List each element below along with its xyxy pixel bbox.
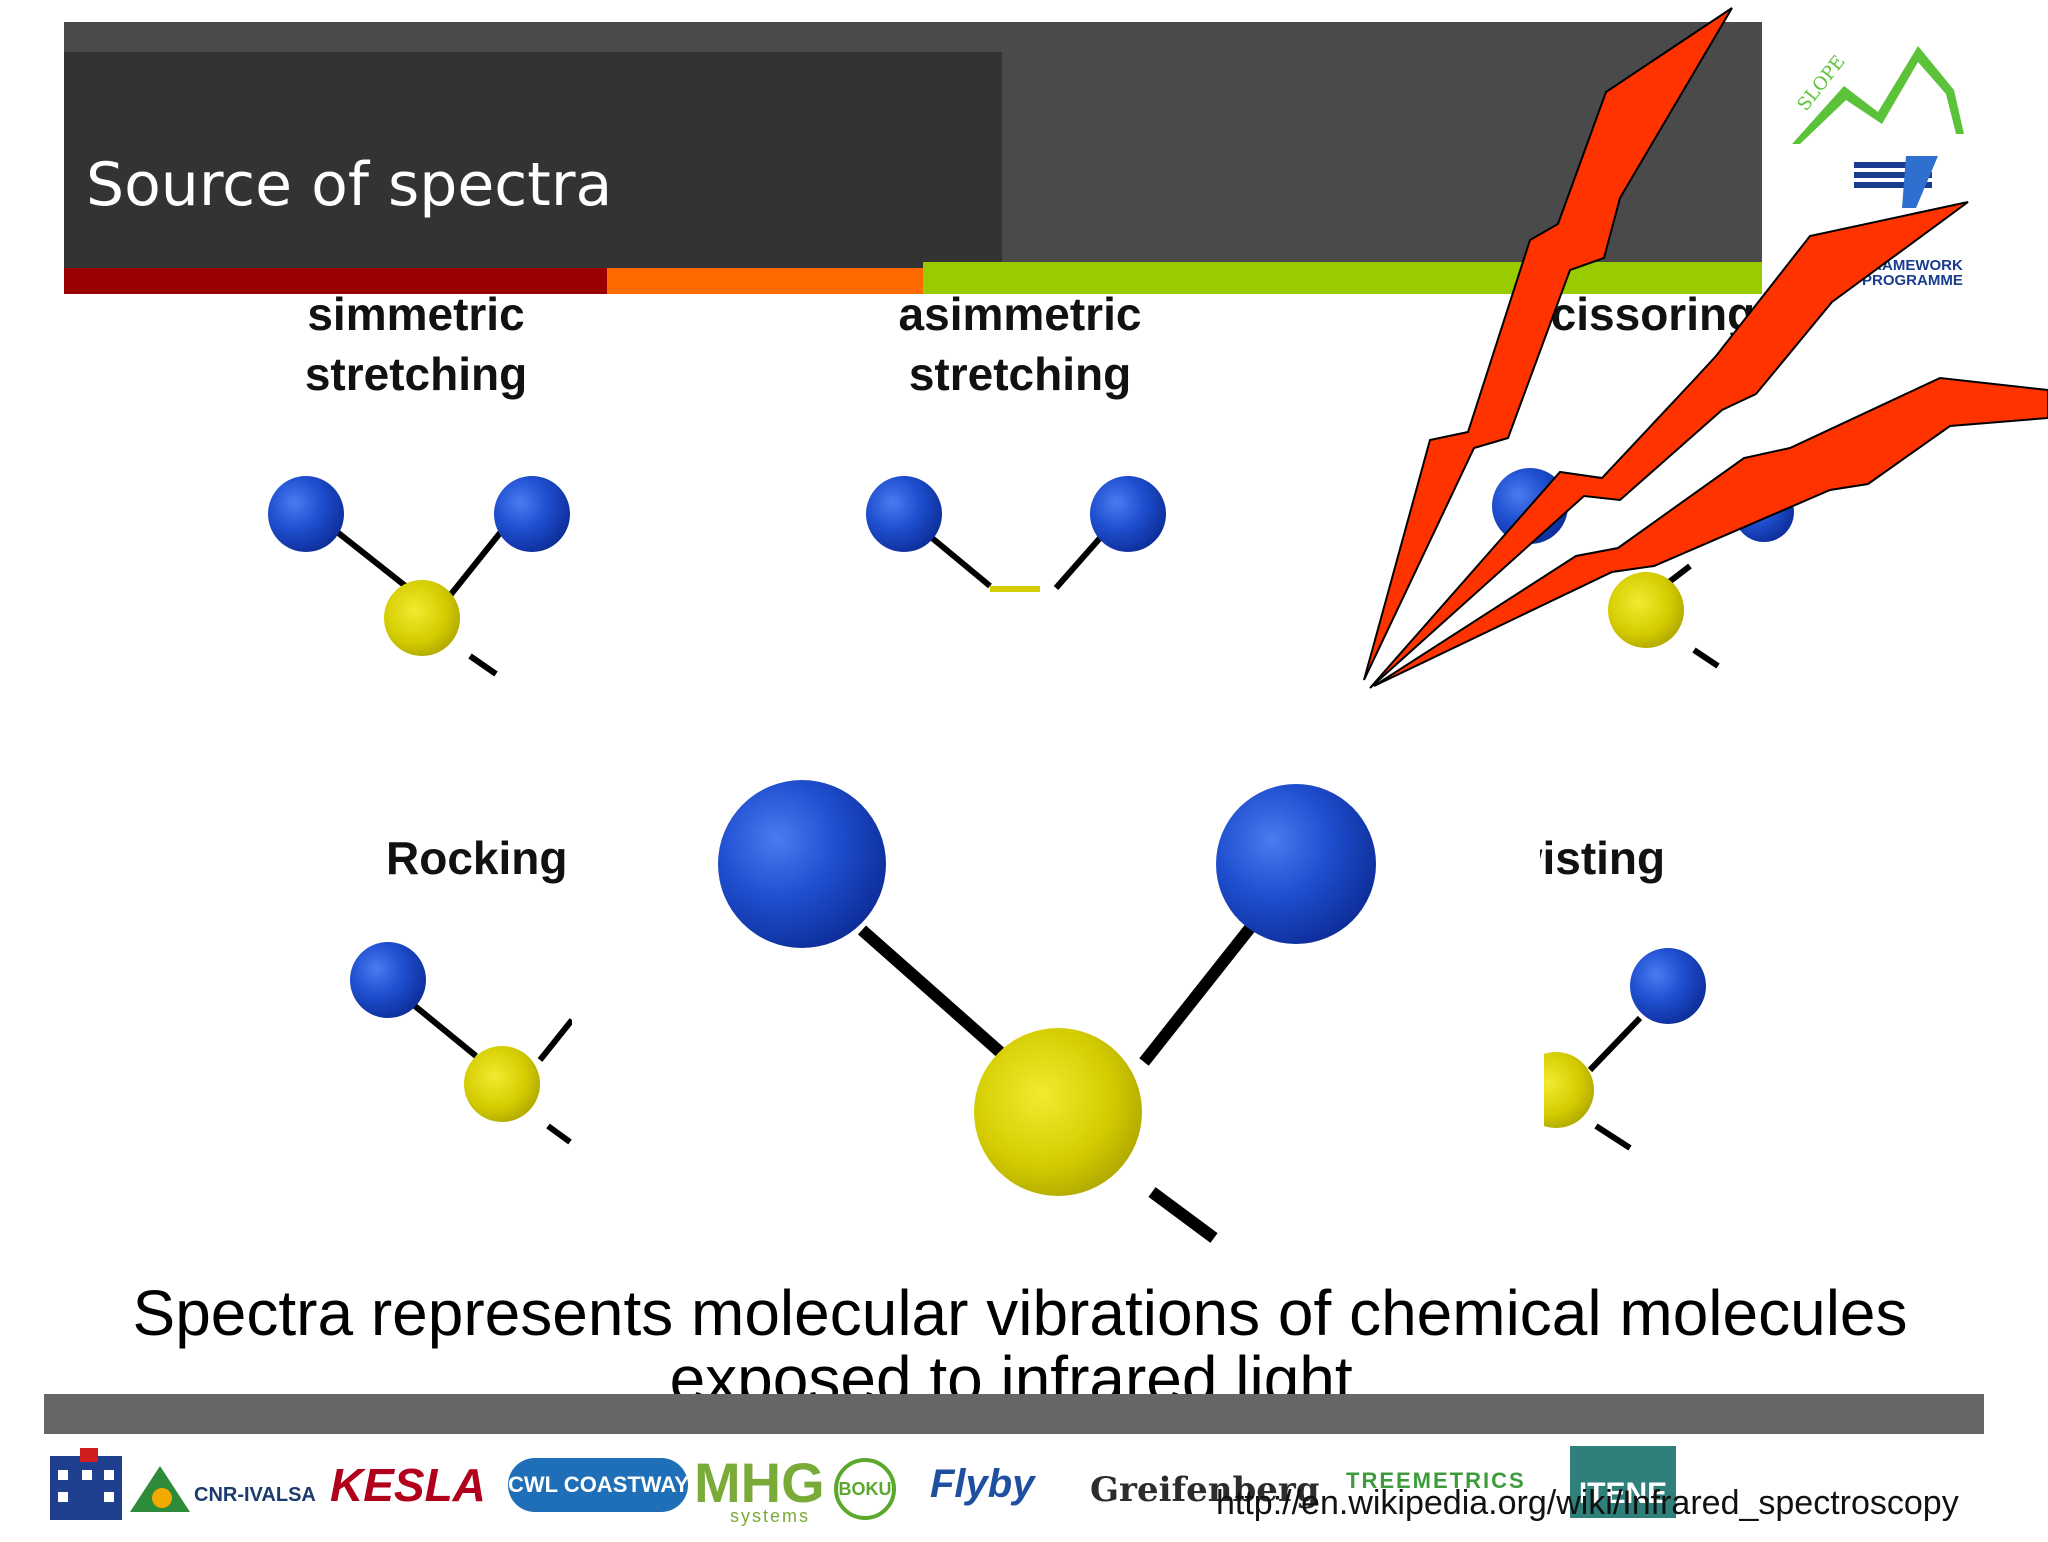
oxygen-atom: [718, 780, 886, 948]
central-atom: [974, 1028, 1142, 1196]
oxygen-atom: [494, 476, 570, 552]
oxygen-atom: [866, 476, 942, 552]
label-symmetric-stretching: simmetric stretching: [304, 288, 528, 400]
header-stripe-green: [923, 262, 1762, 294]
header-stripe-orange: [607, 268, 923, 294]
itene-logo: ITENE: [1570, 1446, 1676, 1518]
slide-title: Source of spectra: [86, 150, 613, 220]
central-atom: [384, 580, 460, 656]
molecule-large-central: [574, 760, 1444, 1260]
seventh-framework-logo: [1854, 156, 1938, 208]
oxygen-atom: [1216, 784, 1376, 944]
oxygen-atom: [350, 942, 426, 1018]
boku-logo: BOKU: [834, 1458, 896, 1520]
oxygen-atom: [1090, 476, 1166, 552]
label-twisting: Twisting: [1540, 832, 1666, 884]
coastway-logo: CWL COASTWAY: [508, 1458, 689, 1512]
greifenberg-logo: Greifenberg: [1090, 1470, 1320, 1510]
central-atom: [1608, 572, 1684, 648]
oxygen-atom: [268, 476, 344, 552]
label-rocking: Rocking: [386, 832, 568, 884]
footer-bar: [44, 1394, 1984, 1434]
infrared-ray: [1373, 376, 2048, 687]
slope-logo: SLOPE: [1792, 46, 1964, 144]
molecule-symmetric: [268, 476, 570, 677]
cnr-ivalsa-logo-mark: [130, 1466, 190, 1512]
label-asymmetric-stretching: asimmetric stretching: [898, 288, 1142, 400]
kesla-logo: KESLA: [330, 1459, 486, 1511]
cnr-ivalsa-logo: CNR-IVALSA: [194, 1484, 316, 1506]
molecule-twisting: [1480, 948, 1706, 1160]
oxygen-atom: [1630, 948, 1706, 1024]
central-atom: [464, 1046, 540, 1122]
infrared-ray: [1369, 201, 1969, 689]
header-stripe-red: [64, 268, 607, 294]
slide-caption: Spectra represents molecular vibrations …: [132, 1277, 1908, 1415]
flyby-logo: Flyby: [930, 1462, 1035, 1506]
mhg-logo: MHG systems: [694, 1451, 825, 1526]
partner-logo-building: [50, 1448, 122, 1520]
infrared-ray: [1363, 7, 1733, 681]
treemetrics-logo: TREEMETRICS: [1346, 1468, 1526, 1493]
molecule-asymmetric: [866, 476, 1166, 592]
source-url[interactable]: http://en.wikipedia.org/wiki/Infrared_sp…: [1216, 1484, 1959, 1522]
title-box: [64, 52, 1002, 268]
infrared-light-rays: [1363, 7, 2048, 689]
